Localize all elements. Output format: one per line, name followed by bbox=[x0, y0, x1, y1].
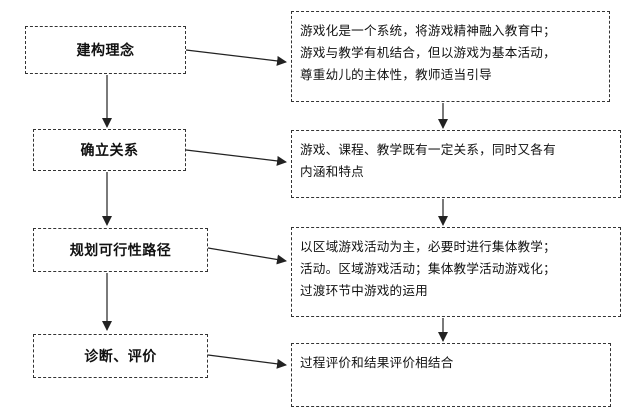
description-line: 过渡环节中游戏的运用 bbox=[300, 283, 428, 298]
arrow-stage-1-to-desc-1 bbox=[185, 49, 287, 66]
stage-label: 规划可行性路径 bbox=[69, 243, 172, 259]
description-line: 过程评价和结果评价相结合 bbox=[300, 355, 454, 370]
description-line: 内涵和特点 bbox=[300, 164, 364, 179]
description-box-2: 游戏、课程、教学既有一定关系，同时又各有 内涵和特点 bbox=[291, 130, 621, 198]
stage-label: 诊断、评价 bbox=[84, 349, 157, 365]
description-line: 游戏与教学有机结合，但以游戏为基本活动， bbox=[300, 45, 556, 60]
description-box-1: 游戏化是一个系统，将游戏精神融入教育中； 游戏与教学有机结合，但以游戏为基本活动… bbox=[291, 11, 610, 102]
stage-label: 建构理念 bbox=[76, 43, 135, 59]
stage-box-4: 诊断、评价 bbox=[33, 334, 208, 378]
stage-box-2: 确立关系 bbox=[33, 129, 186, 171]
arrow-stage-4-to-desc-4 bbox=[207, 354, 287, 369]
description-line: 活动。区域游戏活动；集体教学活动游戏化； bbox=[300, 261, 556, 276]
description-box-3: 以区域游戏活动为主，必要时进行集体教学； 活动。区域游戏活动；集体教学活动游戏化… bbox=[291, 227, 621, 317]
description-line: 游戏、课程、教学既有一定关系，同时又各有 bbox=[300, 142, 556, 157]
stage-box-1: 建构理念 bbox=[25, 26, 186, 74]
description-line: 游戏化是一个系统，将游戏精神融入教育中； bbox=[300, 23, 556, 38]
arrow-stage-2-to-desc-2 bbox=[185, 149, 287, 166]
stage-box-3: 规划可行性路径 bbox=[33, 228, 208, 272]
description-line: 以区域游戏活动为主，必要时进行集体教学； bbox=[300, 239, 556, 254]
description-line: 尊重幼儿的主体性，教师适当引导 bbox=[300, 67, 492, 82]
stage-label: 确立关系 bbox=[80, 143, 139, 159]
arrow-stage-3-to-desc-3 bbox=[207, 247, 287, 265]
description-box-4: 过程评价和结果评价相结合 bbox=[291, 343, 611, 407]
